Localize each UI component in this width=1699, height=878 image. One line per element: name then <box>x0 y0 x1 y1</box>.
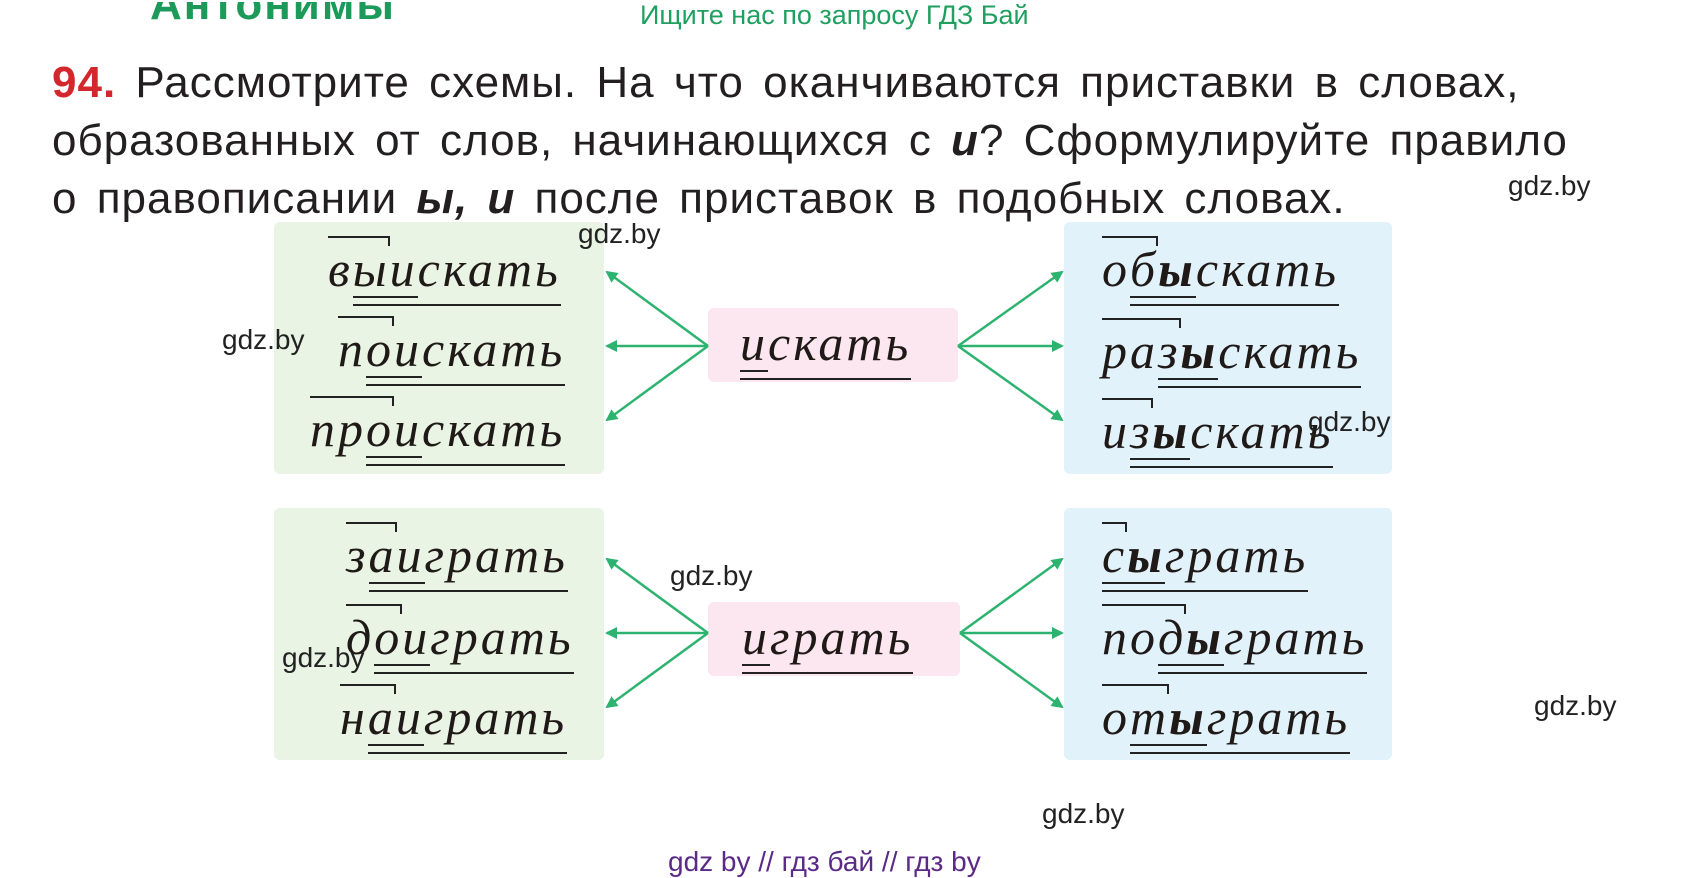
task-number: 94. <box>52 58 117 107</box>
watermark: gdz.by <box>578 218 661 249</box>
arrow-s2-right-1 <box>959 557 1064 635</box>
scheme2-right-word-2: подыграть <box>1102 604 1368 674</box>
scheme1-base-word: искать <box>740 315 912 380</box>
task-line3-b: ы, и <box>416 174 516 223</box>
scheme1-right-word-1: обыскать <box>1102 236 1340 306</box>
arrow-s1-right-1 <box>957 270 1064 348</box>
scheme2-right-word-3: отыграть <box>1102 684 1351 754</box>
section-header-text: Антонимы <box>150 2 396 29</box>
watermark: gdz.by <box>282 642 365 673</box>
scheme2-left-word-3: наиграть <box>340 684 568 754</box>
task-line-3: о правописании ы, и после приставок в по… <box>52 170 1692 228</box>
scheme1-right-box <box>1064 222 1392 474</box>
arrow-s2-left-3 <box>605 631 709 709</box>
watermark: gdz.by <box>1308 406 1391 437</box>
section-header: Антонимы <box>150 2 450 42</box>
watermark: gdz.by <box>1534 690 1617 721</box>
arrow-s1-left-3 <box>605 344 709 422</box>
watermark: gdz.by <box>1508 170 1591 201</box>
arrow-s2-right-3 <box>959 631 1064 709</box>
watermark: gdz.by <box>670 560 753 591</box>
task-line3-a: о правописании <box>52 174 417 223</box>
scheme1-right-word-3: изыскать <box>1102 398 1334 468</box>
task-text: 94. Рассмотрите схемы. На что оканчивают… <box>52 54 1692 228</box>
task-line-1: 94. Рассмотрите схемы. На что оканчивают… <box>52 54 1692 112</box>
scheme1-left-word-1: выискать <box>328 236 562 306</box>
task-line3-c: после приставок в подобных словах. <box>515 174 1346 223</box>
scheme2-base-box <box>708 602 960 676</box>
scheme2-left-word-2: доиграть <box>346 604 575 674</box>
arrow-s2-left-1 <box>605 557 709 635</box>
scheme2-base-word: играть <box>742 609 914 674</box>
arrow-s1-right-3 <box>957 344 1064 422</box>
scheme1-base-box <box>708 308 958 382</box>
scheme1-right-word-2: разыскать <box>1102 318 1362 388</box>
top-banner: Ищите нас по запросу ГДЗ Бай <box>640 0 1029 30</box>
scheme2-right-box <box>1064 508 1392 760</box>
task-line2-b: и <box>951 116 979 165</box>
watermark: gdz.by <box>1042 798 1125 829</box>
scheme2-left-word-1: заиграть <box>346 522 569 592</box>
task-line2-c: ? Сформулируйте правило <box>978 116 1568 165</box>
task-line2-a: образованных от слов, начинающихся с <box>52 116 952 165</box>
task-line1-text: Рассмотрите схемы. На что оканчиваются п… <box>135 58 1520 107</box>
scheme2-right-word-1: сыграть <box>1102 522 1309 592</box>
scheme2-left-box <box>274 508 604 760</box>
scheme1-left-word-3: проискать <box>310 396 566 466</box>
footer-watermark: gdz by // гдз бай // гдз by <box>668 846 981 877</box>
watermark: gdz.by <box>222 324 305 355</box>
arrow-s1-left-1 <box>605 270 709 348</box>
task-line-2: образованных от слов, начинающихся с и? … <box>52 112 1692 170</box>
scheme1-left-word-2: поискать <box>338 316 566 386</box>
scheme1-left-box <box>274 222 604 474</box>
